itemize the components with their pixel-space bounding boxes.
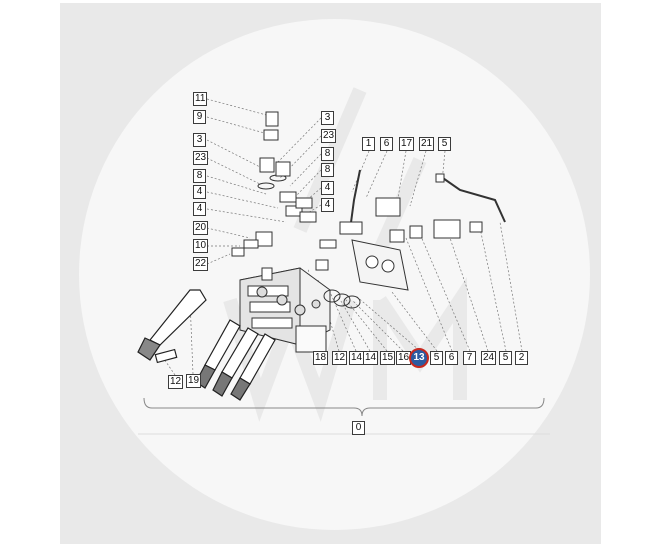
callout-1[interactable]: 1	[362, 137, 375, 151]
callout-15[interactable]: 15	[380, 351, 396, 365]
callout-5-b[interactable]: 5	[499, 351, 512, 365]
fittings-left	[231, 111, 337, 281]
callout-12-row[interactable]: 12	[332, 351, 348, 365]
callout-4-b[interactable]: 4	[193, 202, 206, 216]
callout-14-b[interactable]: 14	[363, 351, 379, 365]
callout-21[interactable]: 21	[419, 137, 435, 151]
callout-9[interactable]: 9	[193, 110, 206, 124]
callout-4-a[interactable]: 4	[193, 185, 206, 199]
callout-3-b[interactable]: 3	[321, 111, 334, 125]
callout-19[interactable]: 19	[186, 374, 202, 388]
callout-4-d[interactable]: 4	[321, 198, 334, 212]
callout-6-row[interactable]: 6	[445, 351, 458, 365]
callout-22[interactable]: 22	[193, 257, 209, 271]
callout-0[interactable]: 0	[352, 421, 365, 435]
callout-6-top[interactable]: 6	[380, 137, 393, 151]
callout-13[interactable]: 13	[409, 348, 429, 368]
callout-14-a[interactable]: 14	[349, 351, 365, 365]
valve-block-assembly	[239, 267, 331, 353]
callout-24[interactable]: 24	[481, 351, 497, 365]
callout-7[interactable]: 7	[463, 351, 476, 365]
solenoid-and-pipe	[323, 169, 506, 309]
callout-3-a[interactable]: 3	[193, 133, 206, 147]
callout-12-low[interactable]: 12	[168, 375, 184, 389]
callout-10[interactable]: 10	[193, 239, 209, 253]
callout-23-b[interactable]: 23	[321, 129, 337, 143]
callout-8-a[interactable]: 8	[193, 169, 206, 183]
callout-17[interactable]: 17	[399, 137, 415, 151]
callout-8-c[interactable]: 8	[321, 163, 334, 177]
callout-11-top[interactable]: 11	[193, 92, 208, 106]
diagram-background-circle	[79, 19, 590, 530]
callout-20[interactable]: 20	[193, 221, 209, 235]
callout-4-c[interactable]: 4	[321, 181, 334, 195]
callout-18[interactable]: 18	[313, 351, 329, 365]
assembly-bracket	[143, 397, 545, 417]
callout-23-a[interactable]: 23	[193, 151, 209, 165]
callout-2[interactable]: 2	[515, 351, 528, 365]
control-levers	[137, 289, 276, 401]
callout-8-b[interactable]: 8	[321, 147, 334, 161]
callout-5-row[interactable]: 5	[430, 351, 443, 365]
callout-5-top[interactable]: 5	[438, 137, 451, 151]
